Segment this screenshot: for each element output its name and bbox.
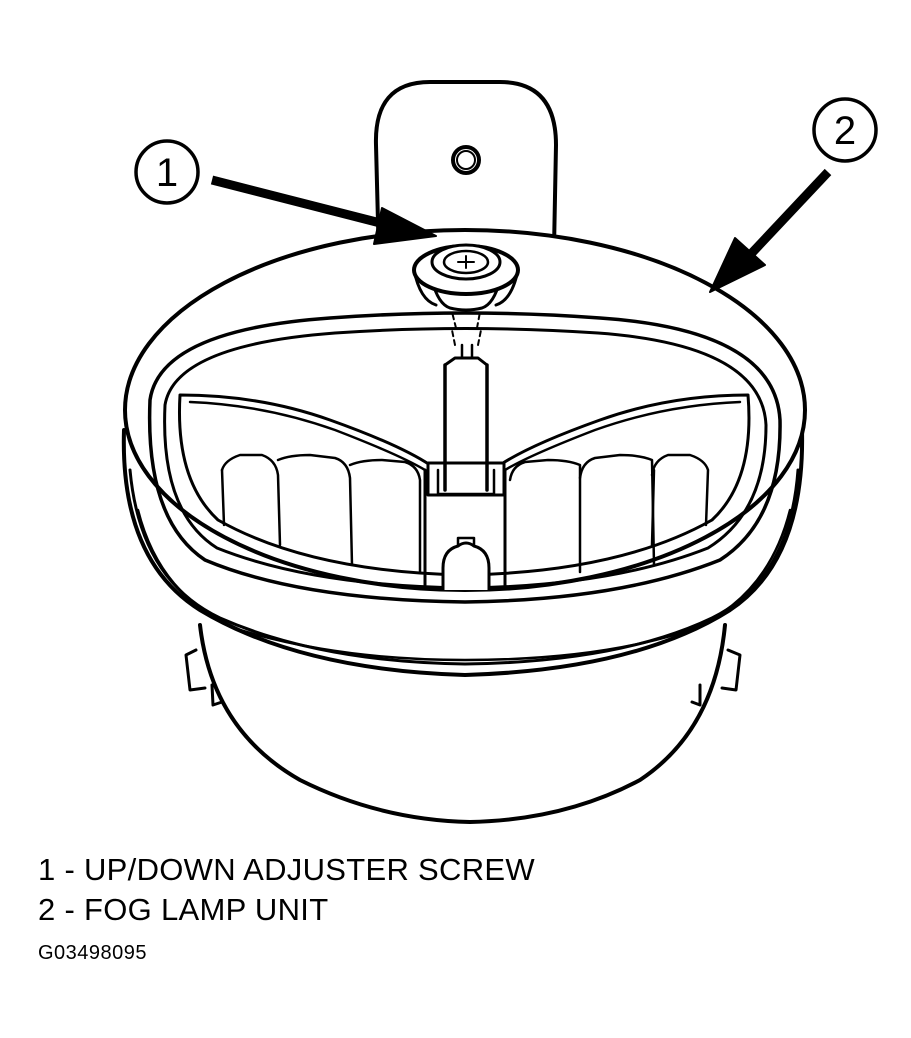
callout-2-arrowhead xyxy=(709,237,766,293)
bulb xyxy=(441,541,491,592)
lens-seal-ring xyxy=(147,311,782,604)
callout-2-circle xyxy=(812,97,878,163)
adjuster-shaft xyxy=(443,363,489,492)
fog-lamp-diagram: 1 2 xyxy=(121,80,878,824)
callout-1-circle xyxy=(134,139,200,205)
housing-back xyxy=(198,623,727,824)
callout-1-number: 1 xyxy=(156,151,178,195)
bracket-hole xyxy=(451,145,481,175)
callout-2-number: 2 xyxy=(834,109,856,153)
callout-1-arrowhead xyxy=(373,207,437,245)
callout-1-leader xyxy=(210,175,394,231)
legend-item-1: 1 - UP/DOWN ADJUSTER SCREW xyxy=(38,852,535,887)
figure-id: G03498095 xyxy=(38,942,148,964)
legend-item-2: 2 - FOG LAMP UNIT xyxy=(38,892,329,927)
legend: 1 - UP/DOWN ADJUSTER SCREW 2 - FOG LAMP … xyxy=(38,850,898,930)
adjuster-screw xyxy=(412,243,520,312)
callout-2-leader xyxy=(746,168,832,259)
